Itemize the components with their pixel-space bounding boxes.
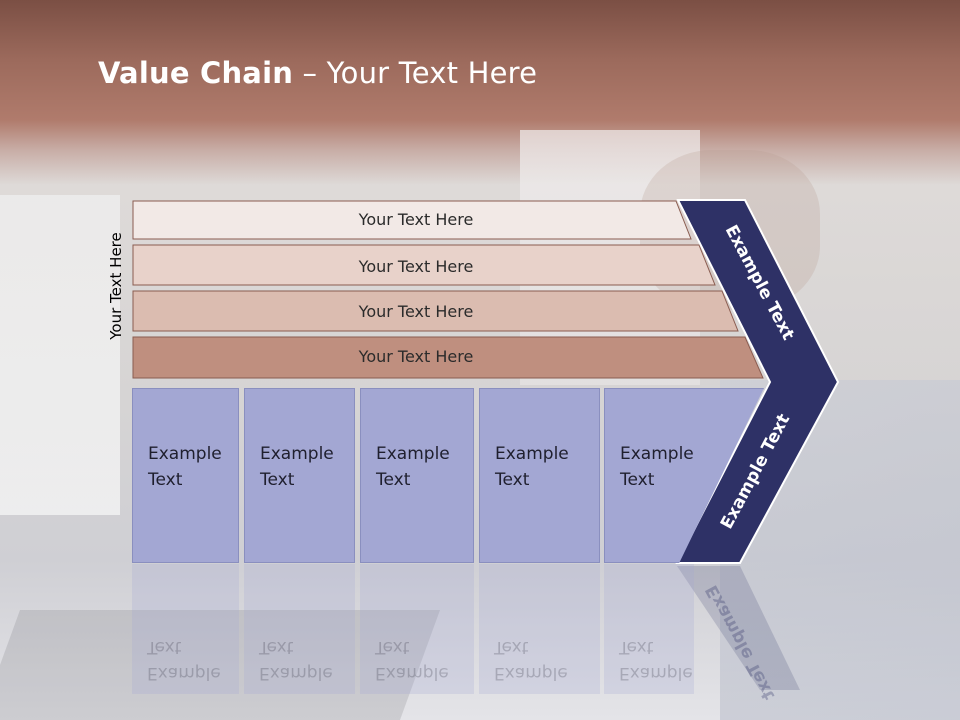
card-1-label: Example Text [148, 444, 222, 490]
card-3-label: Example Text [376, 444, 450, 490]
card-5-label: Example Text [620, 444, 694, 490]
chevron-reflection [677, 566, 800, 690]
card-3-reflection: Example Text [360, 564, 474, 694]
card-1[interactable]: Example Text [132, 388, 239, 563]
card-4[interactable]: Example Text [479, 388, 600, 563]
band-2[interactable] [132, 244, 716, 286]
card-1-reflection: Example Text [132, 564, 239, 694]
band-4[interactable] [132, 336, 764, 379]
band-2-label: Your Text Here [358, 257, 474, 276]
card-4-label: Example Text [495, 444, 569, 490]
card-2-label: Example Text [260, 444, 334, 490]
band-1[interactable] [132, 200, 692, 240]
slide-title-rest: – Your Text Here [293, 56, 538, 90]
band-3-label: Your Text Here [358, 302, 474, 321]
card-4-reflection: Example Text [479, 564, 600, 694]
card-5-reflection: Example Text [604, 564, 694, 694]
slide-title-bold: Value Chain [98, 56, 294, 90]
slide-title: Value Chain – Your Text Here [98, 56, 537, 90]
chevron-arrow[interactable] [675, 199, 840, 564]
card-3[interactable]: Example Text [360, 388, 474, 563]
card-2[interactable]: Example Text [244, 388, 355, 563]
background-monitor [0, 195, 120, 515]
band-3[interactable] [132, 290, 739, 332]
band-4-label: Your Text Here [358, 347, 474, 366]
card-2-reflection: Example Text [244, 564, 355, 694]
band-1-label: Your Text Here [358, 210, 474, 229]
